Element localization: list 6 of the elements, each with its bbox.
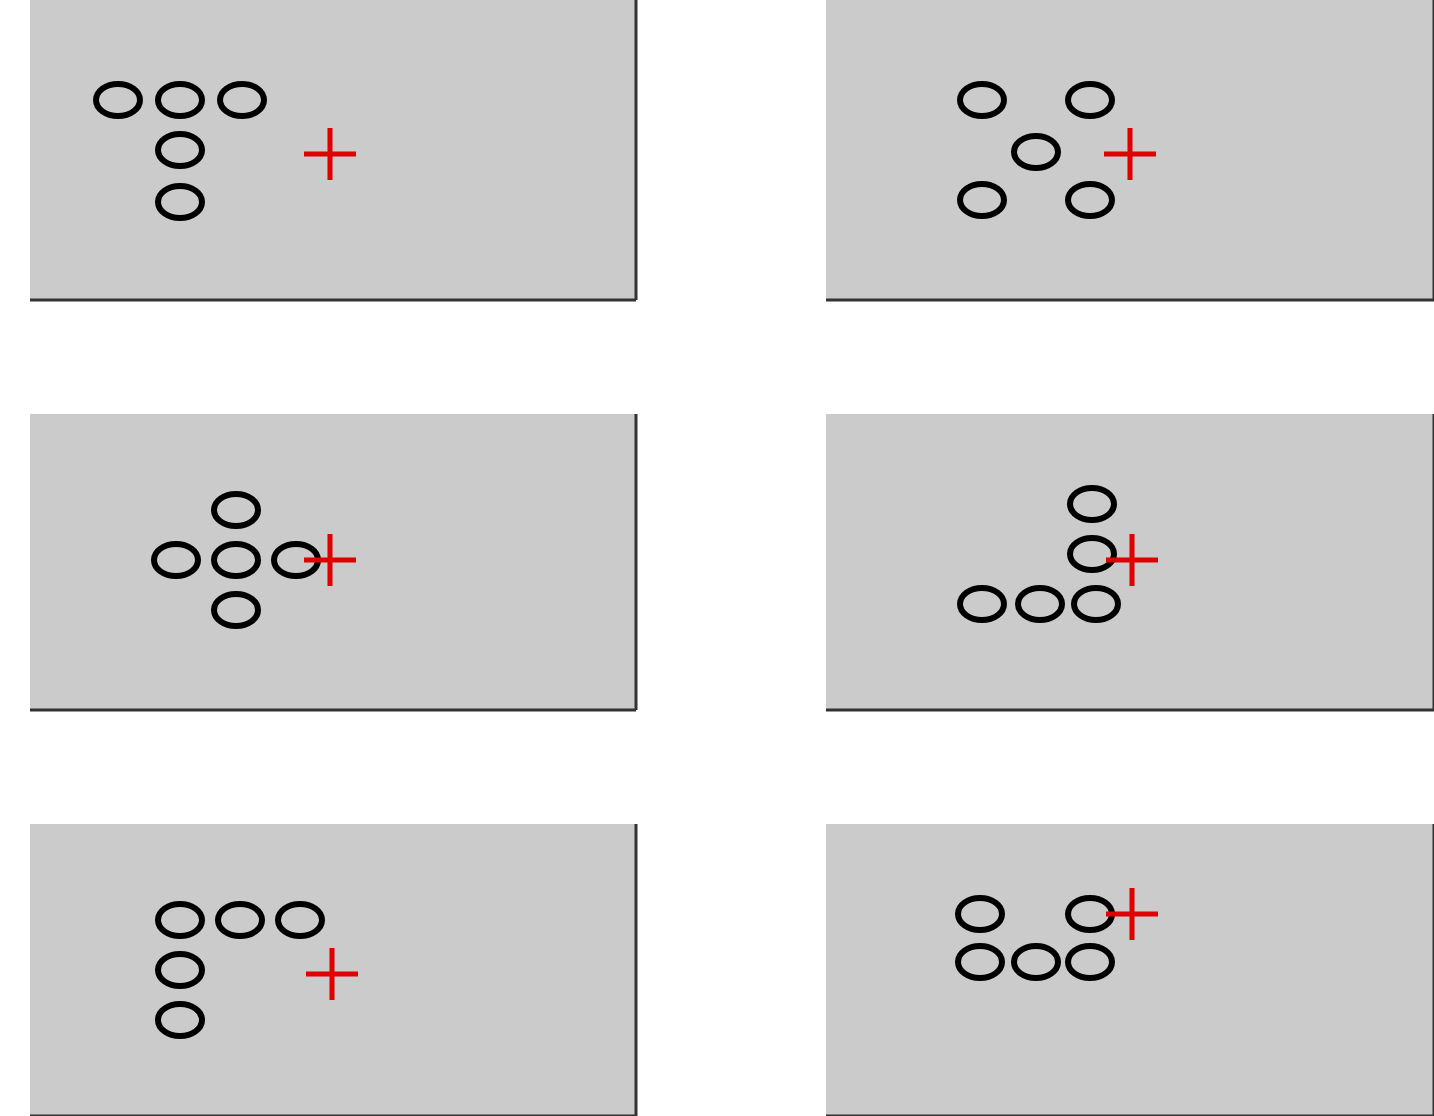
ellipse-pattern-drawing bbox=[826, 414, 1434, 712]
ellipse-pattern-drawing bbox=[30, 414, 638, 712]
ellipse-pattern-drawing bbox=[30, 824, 638, 1116]
ellipse-pattern-drawing bbox=[826, 0, 1434, 302]
ellipse-pattern-drawing bbox=[30, 0, 638, 302]
ellipse-pattern-drawing bbox=[826, 824, 1434, 1116]
